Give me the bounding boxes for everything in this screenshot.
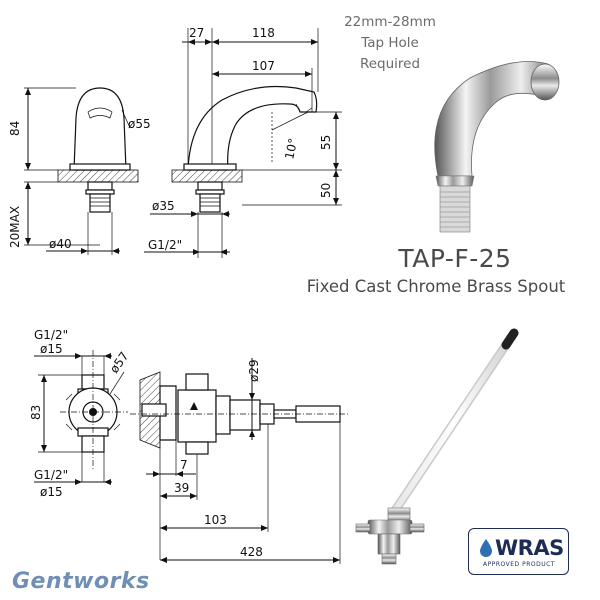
side-view [144, 28, 342, 258]
dim-103: 103 [204, 513, 227, 527]
dim-27: 27 [189, 26, 204, 40]
dim-20max: 20MAX [8, 206, 22, 248]
dim-428: 428 [240, 545, 263, 559]
dim-dia-29: ø29 [247, 359, 261, 382]
tap-hole-required: Required [359, 56, 421, 72]
dim-39: 39 [174, 481, 189, 495]
tap-hole-size: 22mm-28mm [344, 14, 436, 30]
dim-dia-35: ø35 [152, 199, 175, 213]
valve-side-view [130, 358, 350, 564]
dim-dia-40: ø40 [49, 237, 72, 251]
dim-50-height: 50 [319, 183, 333, 198]
wras-badge: WRAS APPROVED PRODUCT [468, 528, 569, 575]
dimension-labels: 84 ø55 20MAX ø40 27 118 107 10° 55 50 ø3… [8, 26, 333, 559]
wras-subtext: APPROVED PRODUCT [483, 561, 555, 568]
side-spout [187, 85, 318, 171]
counter-slab-side [171, 169, 243, 183]
dim-7: 7 [180, 458, 188, 472]
valve-body-side [177, 389, 217, 443]
dim-84: 84 [8, 121, 22, 136]
dim-83: 83 [29, 405, 43, 420]
tap-hole-label: Tap Hole [361, 35, 419, 51]
tap-hole-note: 22mm-28mm Tap Hole Required [330, 12, 450, 75]
front-shank [87, 181, 113, 191]
dim-bot-thread: G1/2" [34, 468, 68, 482]
dim-top-thread: G1/2" [34, 328, 68, 342]
brand-logo: Gentworks [12, 569, 150, 594]
dim-top-dia: ø15 [40, 342, 63, 356]
front-tap-body [73, 87, 127, 171]
valve-front-view [34, 350, 128, 485]
dim-dia-55: ø55 [128, 117, 151, 131]
dim-107: 107 [252, 59, 275, 73]
valve-photo [355, 328, 519, 565]
product-description: Fixed Cast Chrome Brass Spout [306, 277, 566, 296]
product-code: TAP-F-25 [398, 244, 512, 273]
water-drop-icon [480, 539, 492, 557]
wras-text: WRAS [495, 536, 564, 560]
dim-118: 118 [252, 26, 275, 40]
dim-thread-top: G1/2" [148, 238, 182, 252]
counter-slab-front [57, 169, 139, 183]
dim-bot-dia: ø15 [40, 485, 63, 499]
front-view [24, 87, 139, 255]
dim-angle: 10° [282, 137, 300, 161]
dim-dia-57: ø57 [107, 349, 131, 376]
dim-55-height: 55 [319, 135, 333, 150]
spout-photo [434, 61, 560, 233]
